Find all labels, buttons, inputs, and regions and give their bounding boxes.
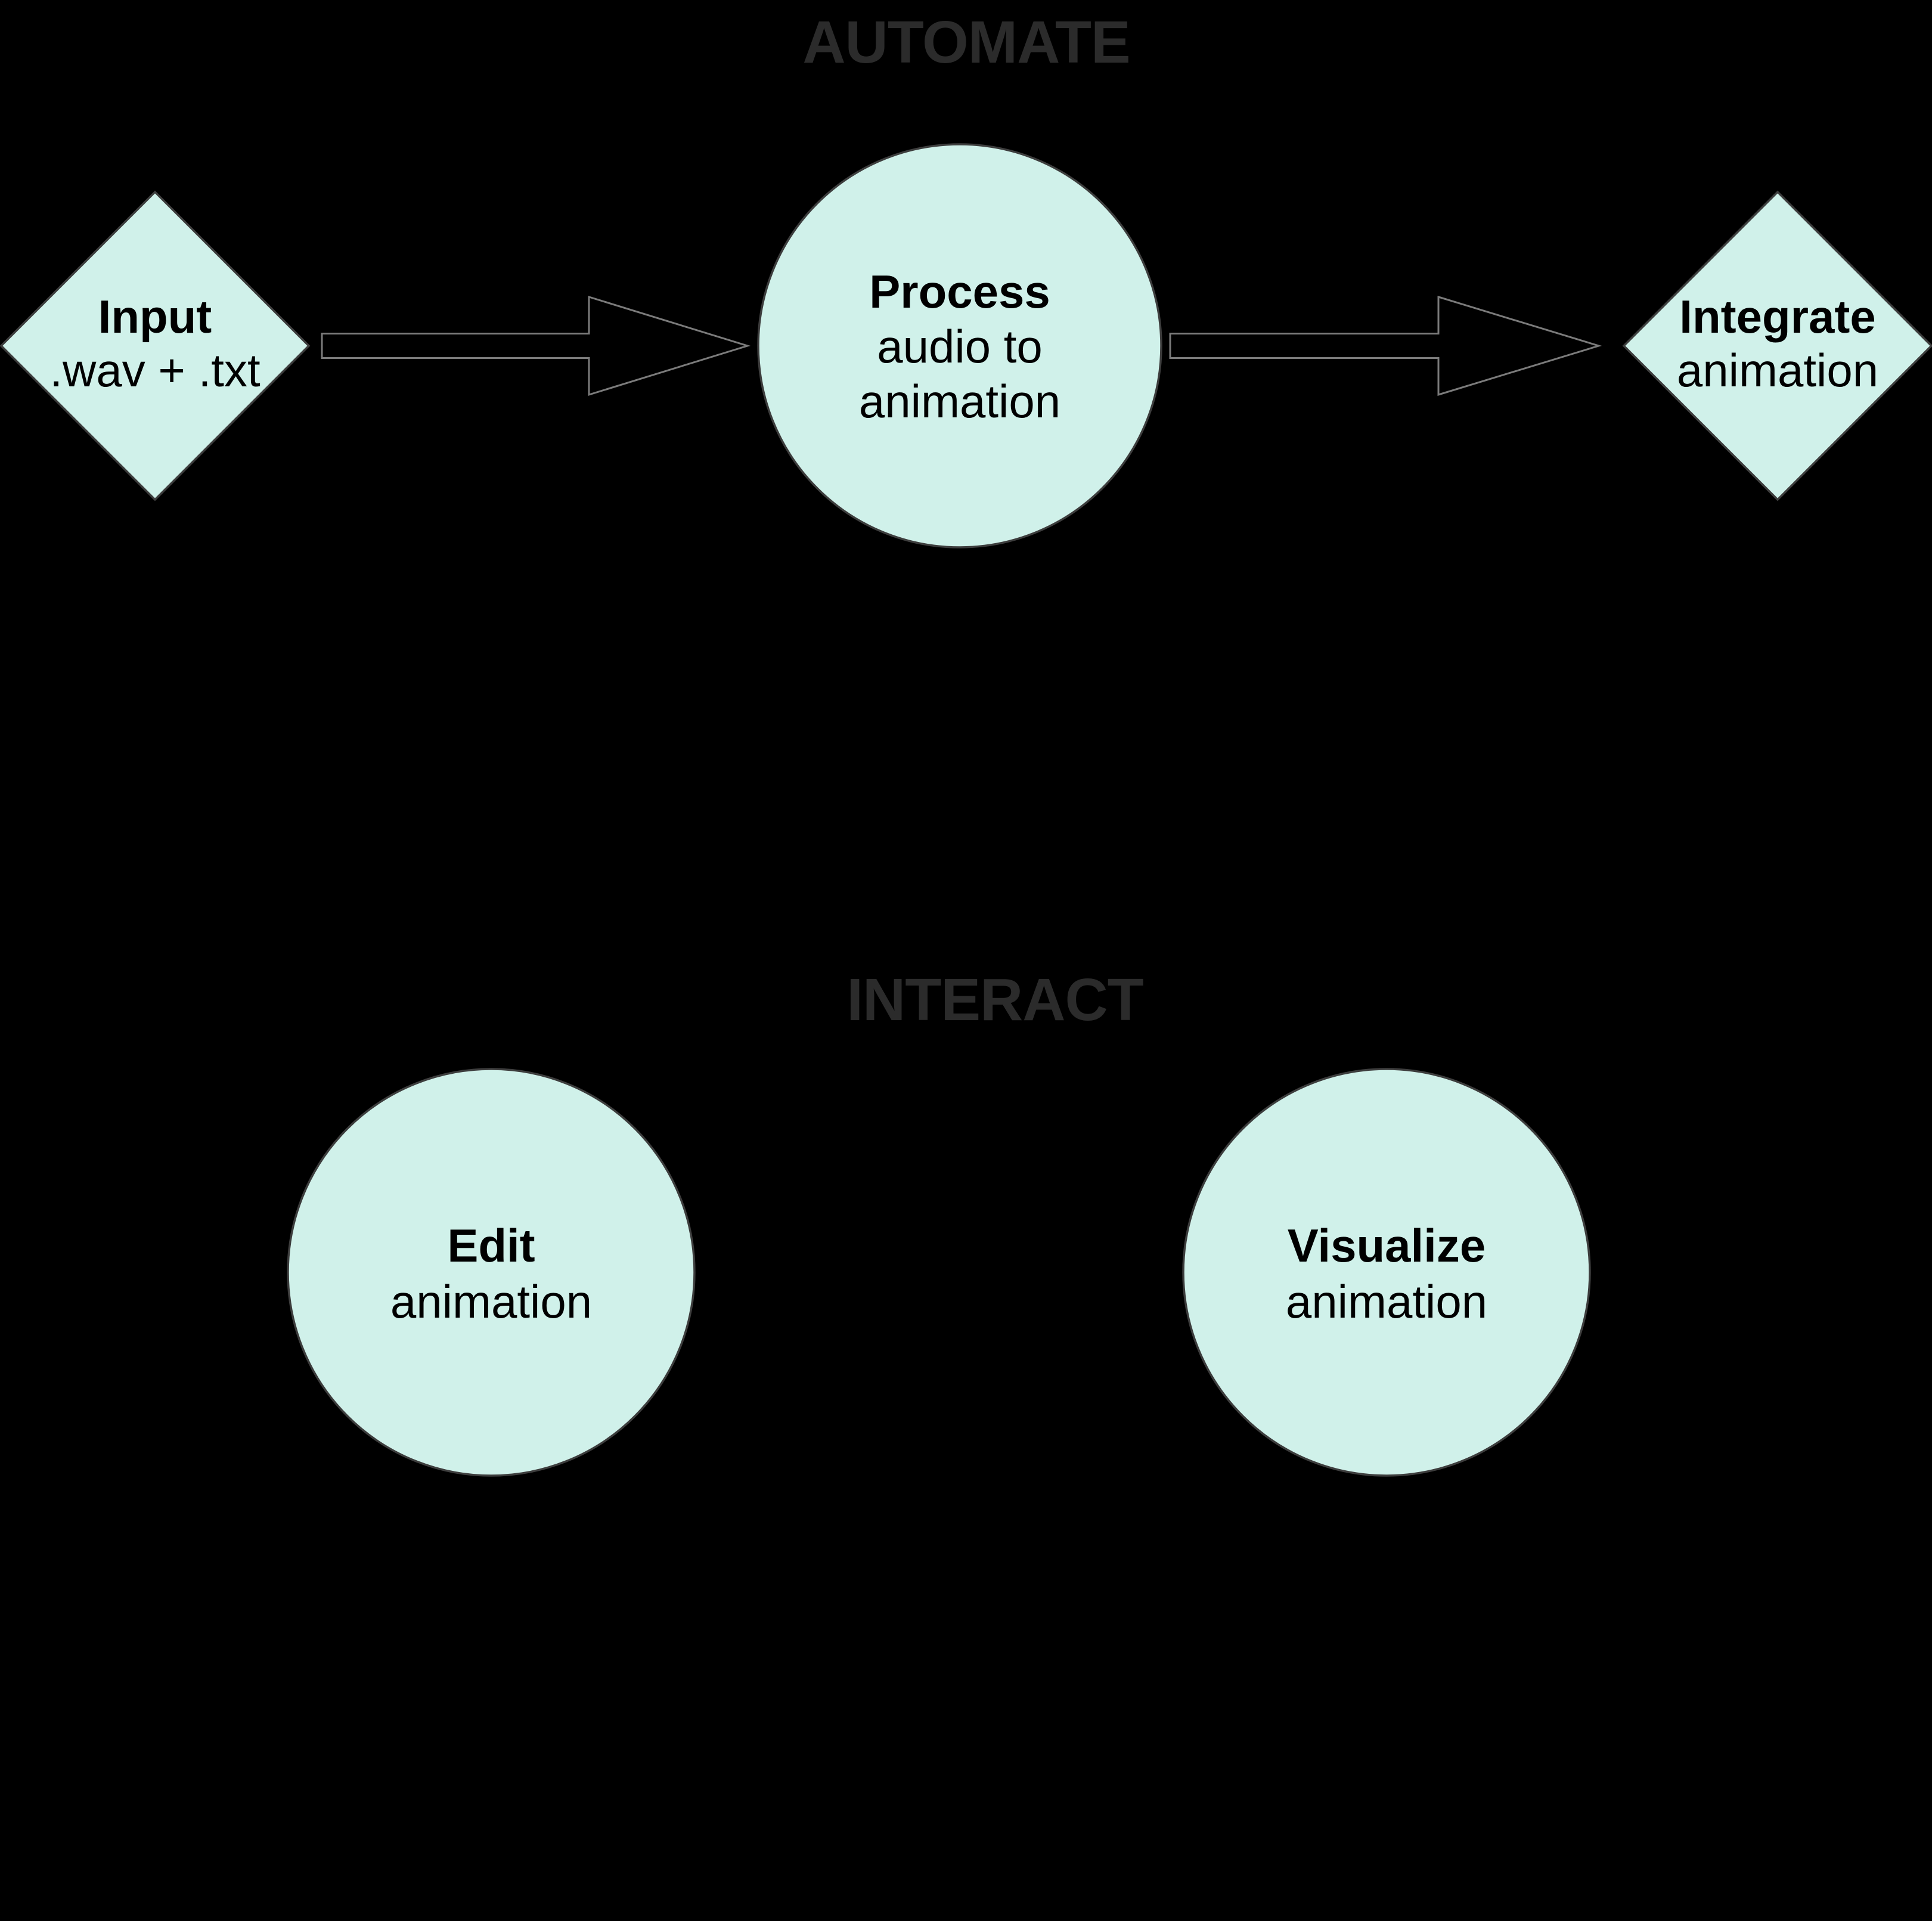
visualize-node: Visualize animation (1182, 1068, 1591, 1477)
input-diamond-shape (0, 190, 311, 501)
visualize-node-label-line2: animation (1286, 1275, 1487, 1328)
input-node: Input .wav + .txt (0, 190, 311, 501)
edit-node-label-line1: Edit (447, 1219, 535, 1272)
edit-circle-shape (287, 1068, 696, 1477)
process-node-label-line3: animation (859, 375, 1060, 427)
edit-node: Edit animation (287, 1068, 696, 1477)
section-title-automate: AUTOMATE (802, 9, 1130, 76)
edit-node-label-line2: animation (390, 1275, 592, 1328)
process-circle-shape (757, 143, 1162, 549)
arrow-right-icon-input-to-process (321, 295, 751, 396)
integrate-node: Integrate animation (1622, 190, 1932, 501)
visualize-circle-shape (1182, 1068, 1591, 1477)
input-node-label-line2: .wav + .txt (49, 344, 261, 396)
section-title-interact: INTERACT (846, 966, 1143, 1033)
arrow-right-icon-process-to-integrate (1169, 295, 1602, 396)
process-node-label-line2: audio to (877, 320, 1043, 373)
integrate-node-label-line1: Integrate (1679, 290, 1875, 343)
process-node: Process audio to animation (757, 143, 1162, 549)
integrate-diamond-shape (1622, 190, 1932, 501)
input-node-label-line1: Input (98, 290, 212, 343)
integrate-node-label-line2: animation (1677, 344, 1878, 396)
visualize-node-label-line1: Visualize (1288, 1219, 1486, 1272)
process-node-label-line1: Process (869, 265, 1050, 318)
